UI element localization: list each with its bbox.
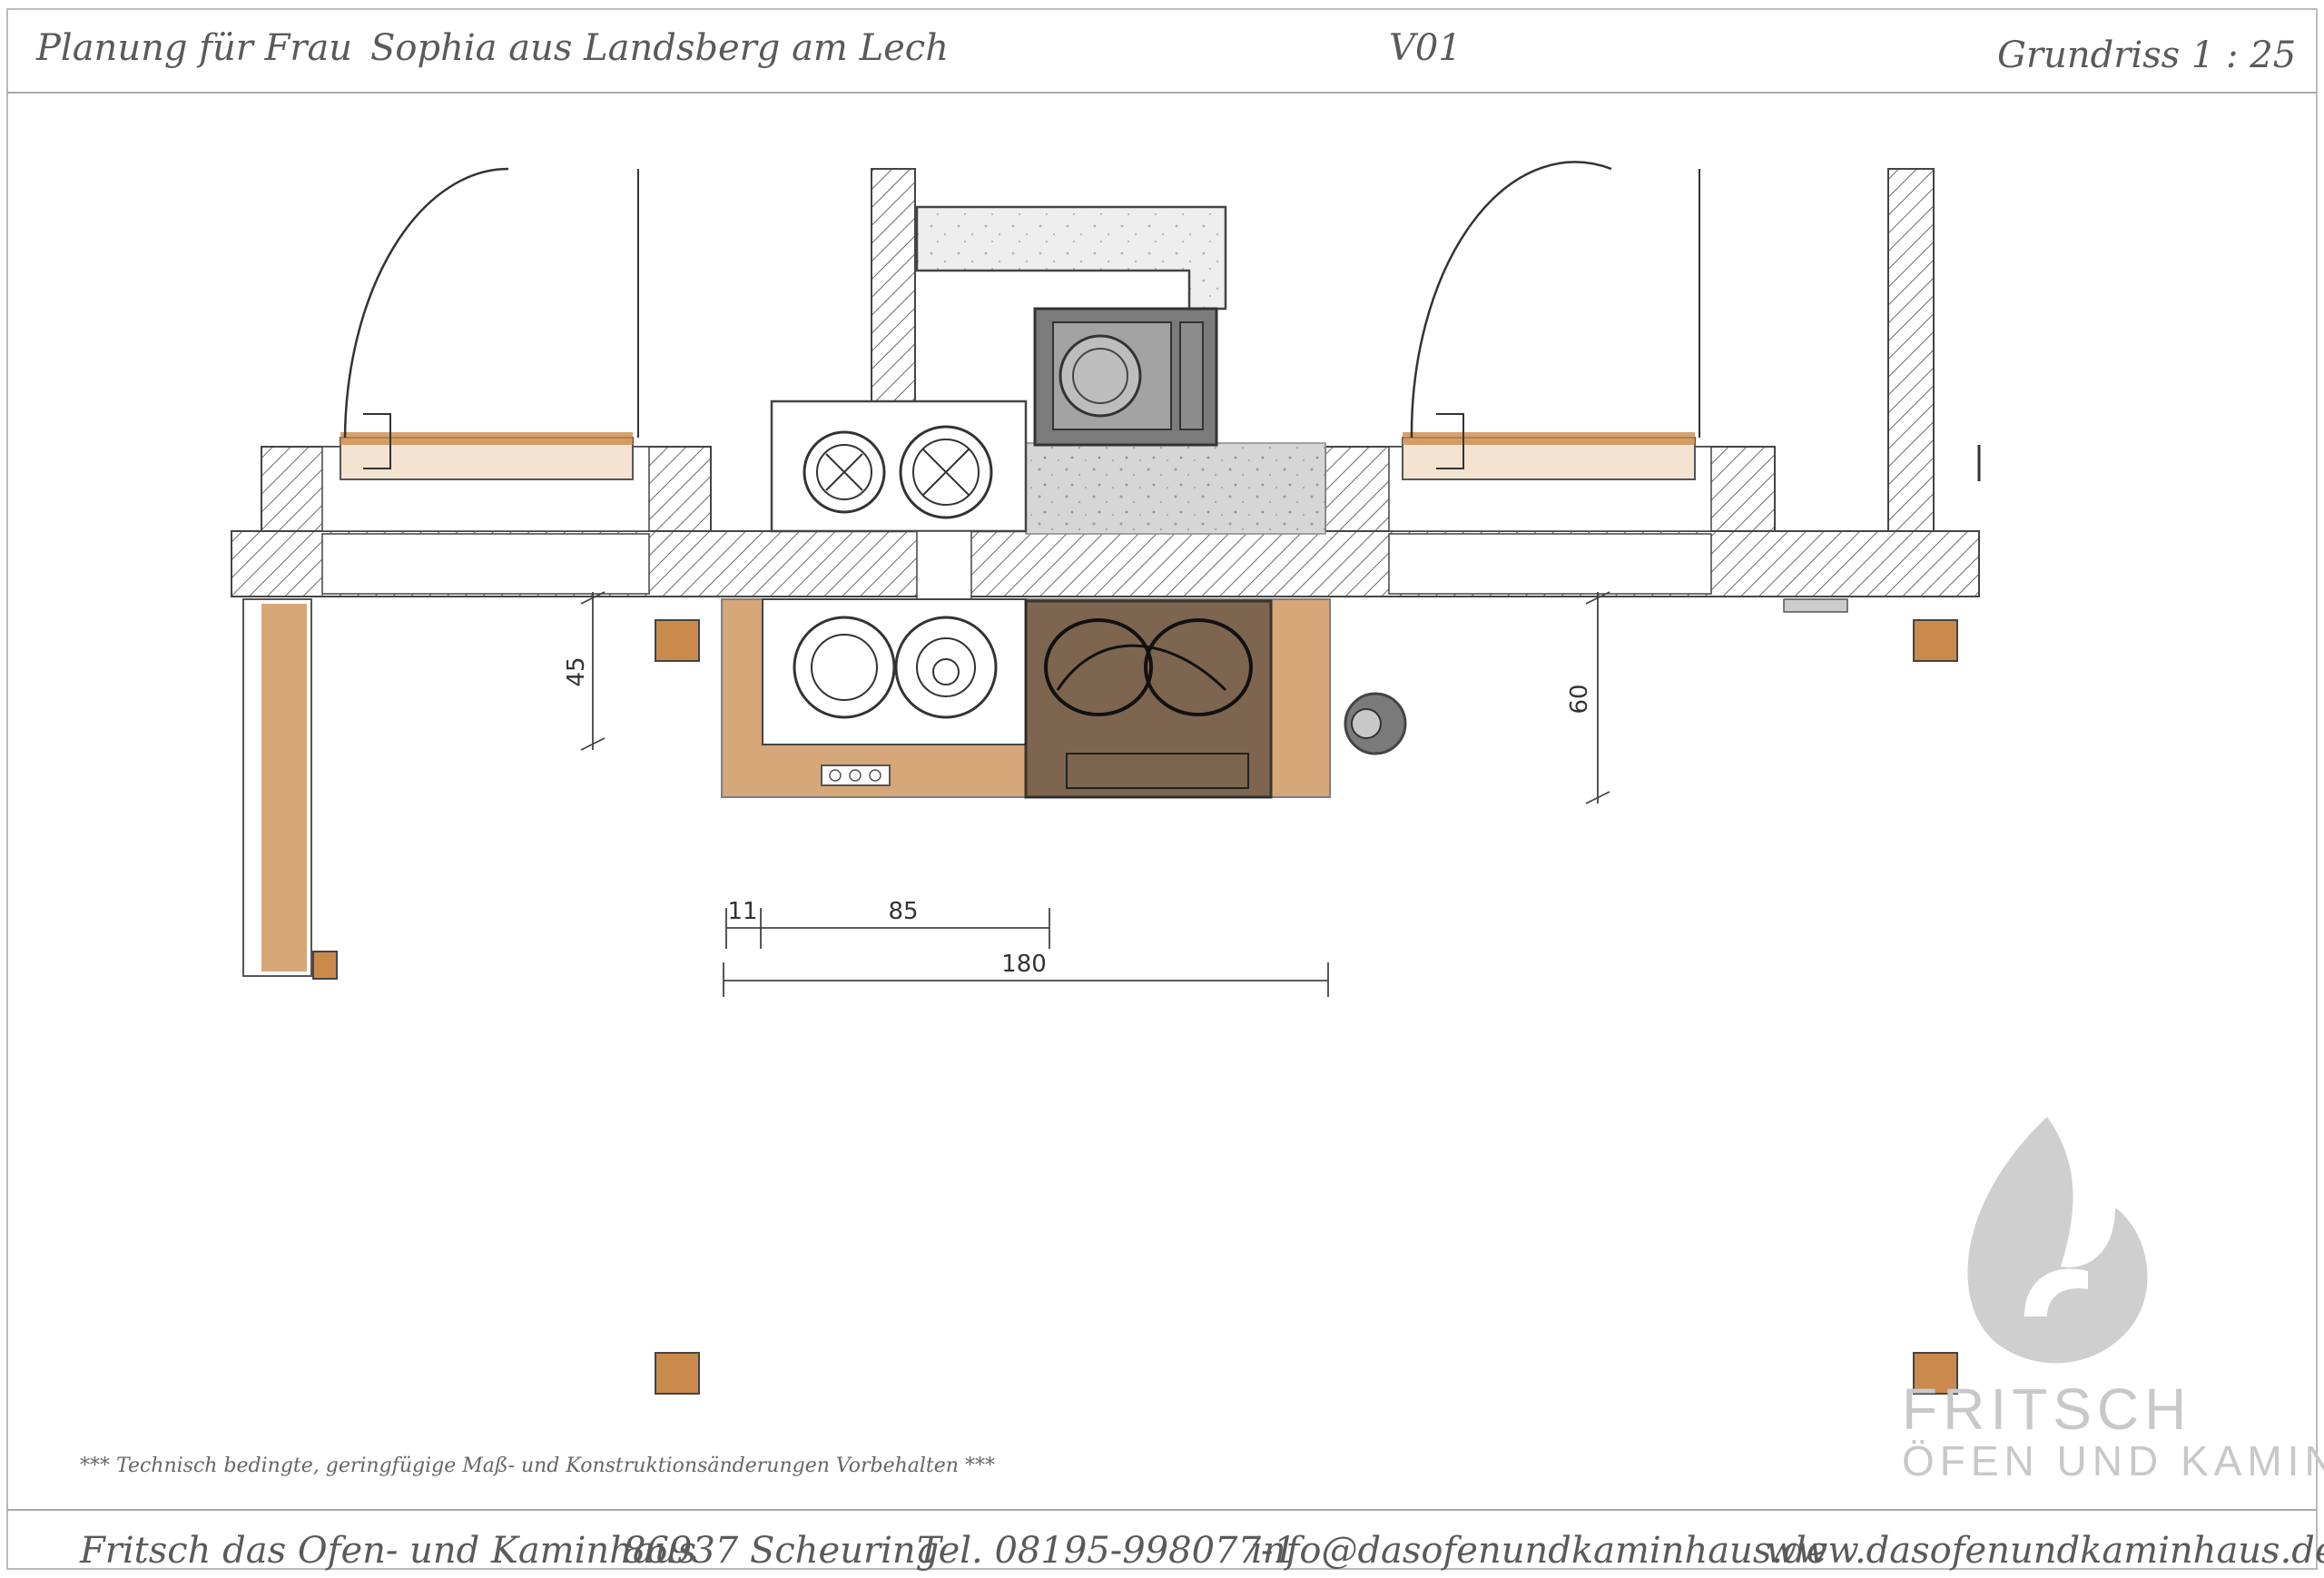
header-name: Sophia aus Landsberg am Lech <box>370 27 949 69</box>
dim-180: 180 <box>1001 951 1047 978</box>
flue-pipe <box>915 205 1227 311</box>
logo-line2: ÖFEN UND KAMINE <box>1902 1437 2324 1484</box>
chimney-wall <box>871 168 1981 532</box>
footer-city: 86937 Scheuring <box>623 1530 940 1572</box>
dim-45: 45 <box>563 656 590 686</box>
header-scale: Grundriss 1 : 25 <box>1997 35 2297 76</box>
footer-web: www.dasofenundkaminhaus.de <box>1766 1530 2324 1572</box>
main-wall <box>231 432 1980 597</box>
footer-email: info@dasofenundkaminhaus.de <box>1251 1530 1828 1572</box>
flame-logo-icon <box>1967 1117 2148 1364</box>
air-vent <box>1344 692 1407 755</box>
sheet-border <box>6 8 2318 1570</box>
posts <box>655 598 1958 1395</box>
chimney-box <box>770 399 1028 600</box>
dim-11: 11 <box>727 898 757 925</box>
dim-85: 85 <box>888 898 918 925</box>
footer-phone: Tel. 08195-998077-1 <box>917 1530 1296 1572</box>
dimension-labels: 45 60 11 85 180 <box>563 656 1593 978</box>
stone-hearth <box>1025 442 1326 535</box>
disclaimer: *** Technisch bedingte, geringfügige Maß… <box>80 1455 995 1477</box>
logo-line1: FRITSCH <box>1902 1376 2192 1442</box>
door-right <box>1410 161 1700 469</box>
upper-stove <box>1033 307 1218 447</box>
dimension-lines <box>580 591 1610 997</box>
footer-company: Fritsch das Ofen- und Kaminhaus <box>80 1530 697 1572</box>
dim-60: 60 <box>1566 684 1593 714</box>
door-left <box>343 167 639 469</box>
side-shelf <box>242 598 338 980</box>
fireplace-counter <box>721 598 1331 799</box>
header-version: V01 <box>1389 27 1462 69</box>
header-client: Planung für Frau <box>36 27 353 69</box>
